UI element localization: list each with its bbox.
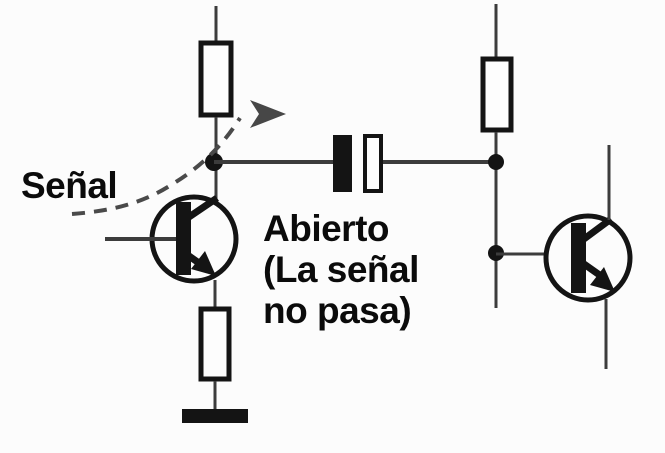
resistor-emitter-left-icon: [198, 306, 232, 382]
open-note-line-3: no pasa): [263, 290, 412, 331]
capacitor-plate-open-icon: [363, 134, 383, 193]
junction-dot-right-top: [488, 154, 504, 170]
signal-arrowhead-icon: [250, 100, 286, 128]
open-note-label: Abierto (La señal no pasa): [263, 208, 419, 331]
transistor-q1-emitter-arrowhead: [191, 251, 216, 276]
transistor-q1-base-bar: [176, 202, 191, 275]
transistor-q2-body-icon: [543, 213, 633, 303]
ground-icon: [182, 409, 248, 423]
transistor-q2-emitter-arrowhead: [590, 267, 615, 292]
transistor-q2-base-bar: [571, 223, 586, 293]
transistor-q2-collector-stroke: [581, 216, 614, 242]
resistor-collector-right-icon: [480, 56, 514, 133]
resistor-collector-left-icon: [198, 40, 234, 118]
transistor-q2-emitter-stroke: [581, 261, 604, 279]
signal-path-dashed-curve: [71, 116, 242, 216]
capacitor-plate-filled-icon: [333, 135, 352, 192]
transistor-q1-collector-stroke: [187, 195, 219, 220]
open-note-line-2: (La señal: [263, 249, 419, 290]
open-note-line-1: Abierto: [263, 208, 389, 249]
signal-label: Señal: [21, 165, 118, 206]
